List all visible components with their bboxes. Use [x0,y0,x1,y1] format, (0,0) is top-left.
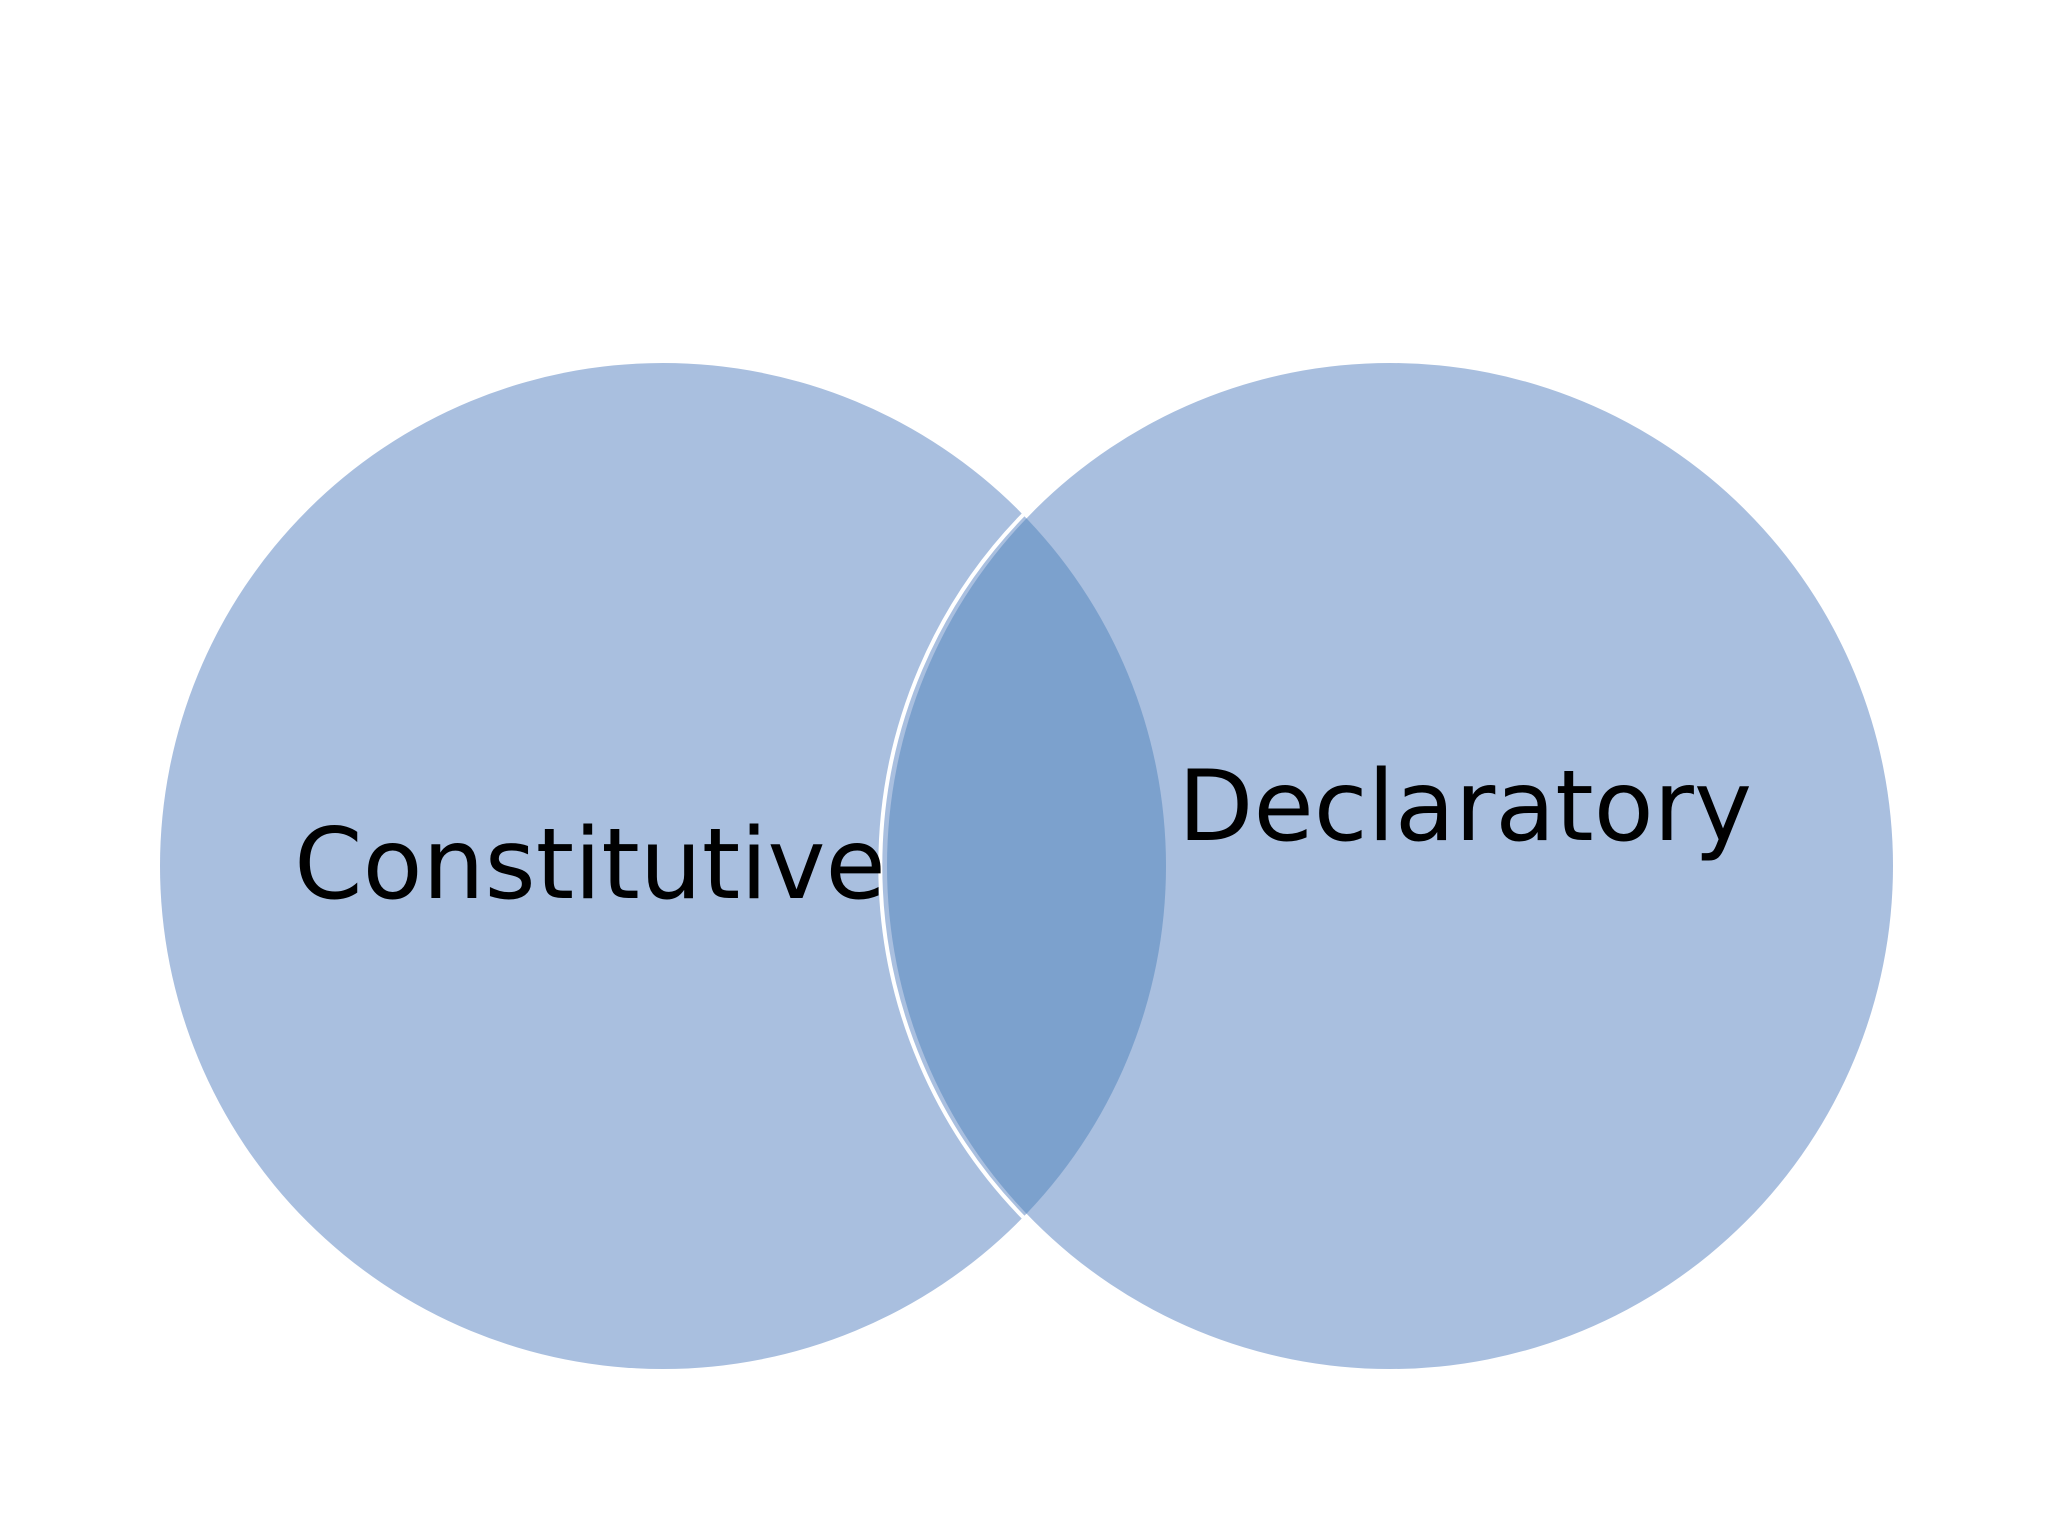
left-circle-constitutive [160,363,1166,1369]
label-constitutive: Constitutive [294,808,886,922]
right-circle-declaratory [887,363,1893,1369]
label-declaratory: Declaratory [1178,750,1752,864]
overlap-left-edge [878,512,1026,1220]
